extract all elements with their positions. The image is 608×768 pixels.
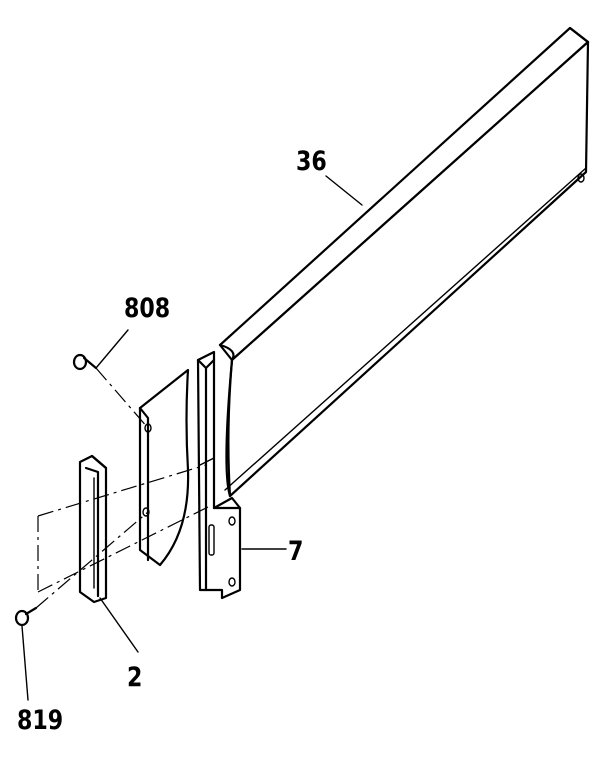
label-part-7: 7 — [288, 536, 304, 567]
screw-part-819 — [14, 606, 38, 627]
label-part-808: 808 — [124, 293, 171, 324]
leader-lines — [21, 175, 363, 701]
assembly-centerlines — [35, 367, 211, 609]
spacer-plate — [138, 368, 190, 567]
label-part-819: 819 — [17, 705, 64, 736]
end-cap-part-2 — [78, 454, 108, 604]
label-part-36: 36 — [296, 146, 327, 177]
label-part-2: 2 — [127, 662, 143, 693]
rail-part-36 — [218, 26, 590, 498]
screw-part-808 — [72, 353, 98, 371]
bracket-part-7 — [196, 350, 242, 600]
